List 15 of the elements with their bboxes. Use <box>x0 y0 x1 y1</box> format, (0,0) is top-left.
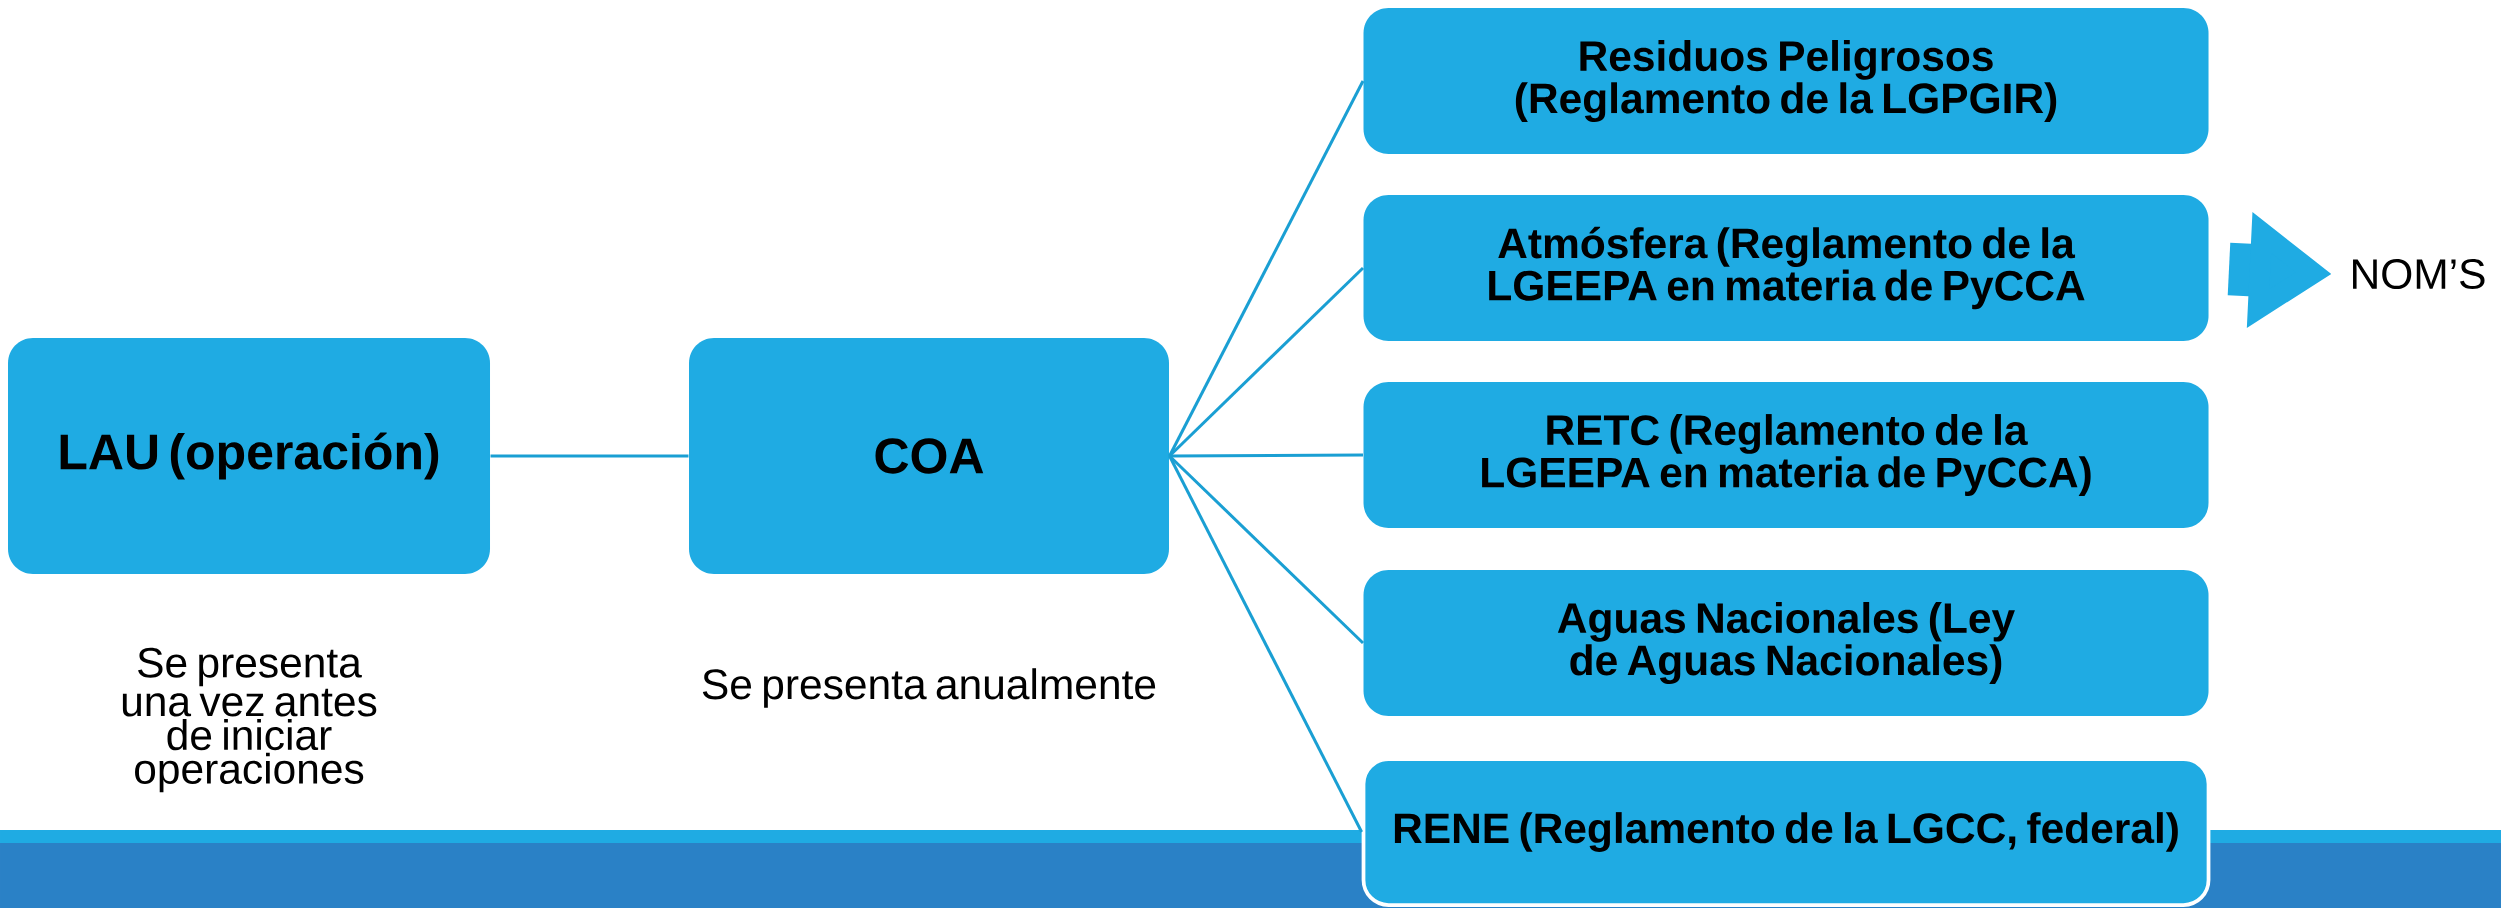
process-box: COA <box>689 338 1169 574</box>
process-box: Residuos Peligrosos (Reglamento de la LGPGIR) <box>1363 8 2209 154</box>
process-box: RETC (Reglamento de la LGEEPA en materia de PyCCA) <box>1363 382 2209 528</box>
caption-text: Se presenta una vez antes de iniciar operaciones <box>122 647 377 793</box>
connector-line <box>490 454 689 458</box>
process-box: Aguas Nacionales (Ley de Aguas Nacionales) <box>1363 570 2209 716</box>
process-box: LAU (operación) <box>8 338 490 574</box>
caption-text: Se presenta anualmente <box>702 668 1156 708</box>
connector-line <box>1168 455 1363 833</box>
connector-line <box>1169 453 1364 458</box>
connector-line <box>1168 266 1365 458</box>
connector-line <box>1168 454 1365 645</box>
connector-line <box>1168 80 1365 457</box>
label-text: NOM’S <box>2353 258 2485 290</box>
process-box: Atmósfera (Reglamento de la LGEEPA en materia de PyCCA <box>1363 195 2209 341</box>
